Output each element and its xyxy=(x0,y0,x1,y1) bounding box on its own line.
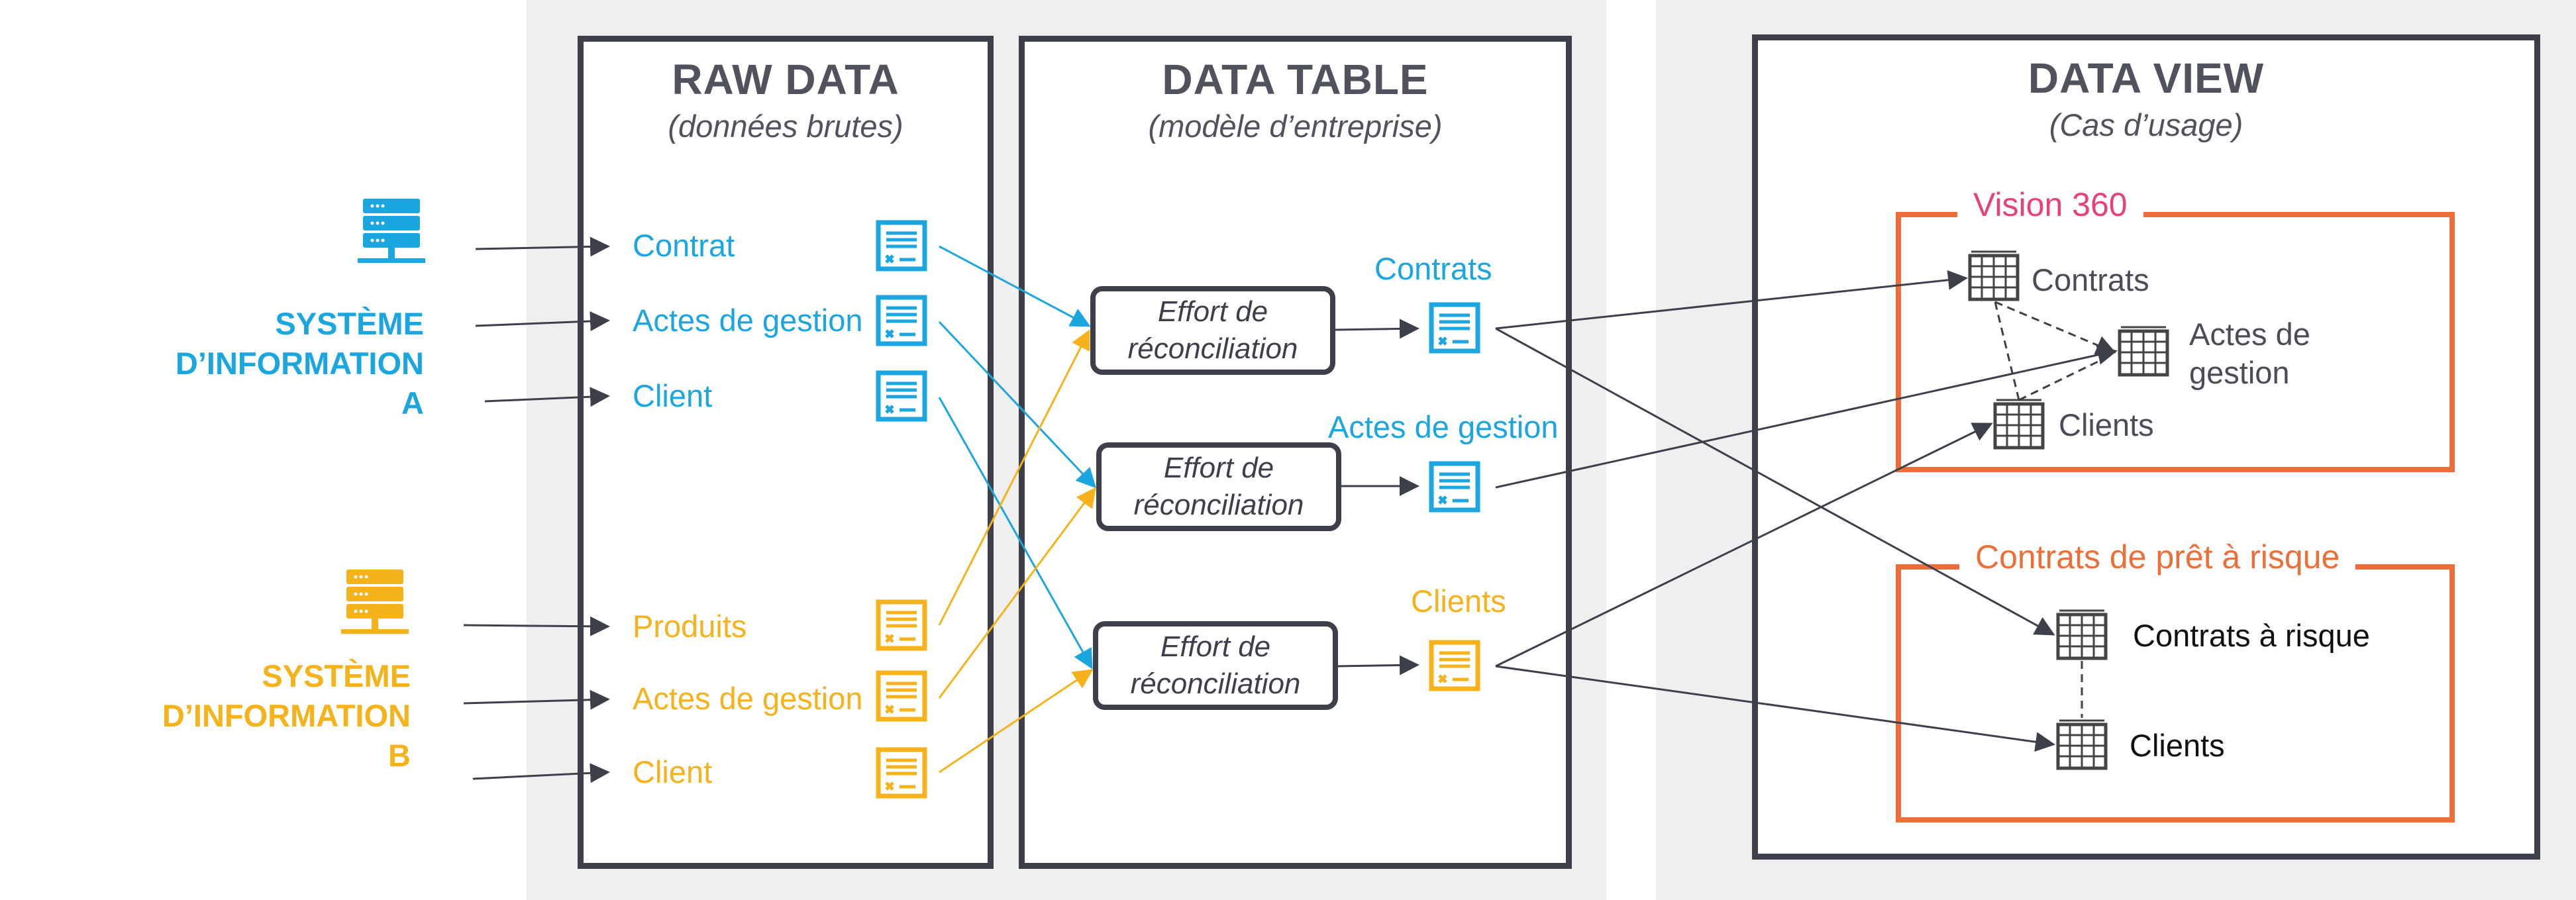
reconciliation-line2: réconciliation xyxy=(1130,668,1301,700)
arrow-produits-to-effort xyxy=(938,329,1090,626)
table-icon xyxy=(2118,326,2169,377)
arrow-clients-to-vision xyxy=(1495,423,1993,668)
arrow-clients-to-risque xyxy=(1495,665,2055,752)
raw-item-contrat: Contrat xyxy=(633,228,735,263)
usecase-contrats-risque-title: Contrats de prêt à risque xyxy=(1959,538,2356,576)
usecase-vision-360-title: Vision 360 xyxy=(1957,185,2143,224)
arrow-sys-a-client xyxy=(484,387,610,407)
arrow-contrats-to-vision xyxy=(1495,270,1968,330)
document-icon xyxy=(876,220,927,272)
system-b-line2: D’INFORMATION xyxy=(162,698,411,733)
document-icon xyxy=(876,370,927,422)
table-icon xyxy=(2056,719,2108,770)
raw-item-client: Client xyxy=(633,754,713,789)
server-icon xyxy=(358,199,425,263)
vision-contrats-label: Contrats xyxy=(2032,262,2149,297)
system-a-label: SYSTÈME D’INFORMATION A xyxy=(132,304,424,423)
reconciliation-line1: Effort de xyxy=(1157,295,1268,328)
server-icon xyxy=(341,570,409,634)
raw-item-actes-de-gestion: Actes de gestion xyxy=(633,681,863,716)
system-b-label: SYSTÈME D’INFORMATION B xyxy=(119,656,411,775)
arrow-contrat-to-effort xyxy=(939,245,1091,327)
arrow-client-b-to-effort xyxy=(939,669,1094,774)
table-icon xyxy=(1993,399,2045,450)
vision-clients-label: Clients xyxy=(2059,407,2154,442)
dashed-contrats-clients xyxy=(1994,301,2020,401)
document-icon xyxy=(1429,302,1480,354)
system-b-line1: SYSTÈME xyxy=(262,658,411,693)
document-icon xyxy=(876,295,927,346)
raw-item-actes-de-gestion: Actes de gestion xyxy=(633,303,863,338)
usecase-vision-360 xyxy=(1896,212,2455,472)
system-a-line3: A xyxy=(401,385,424,421)
arrow-sys-a-contrat xyxy=(475,236,610,257)
raw-data-title: RAW DATA xyxy=(672,56,900,103)
data-table-subtitle: (modèle d’entreprise) xyxy=(1148,109,1443,144)
data-view-subtitle: (Cas d’usage) xyxy=(2049,107,2243,142)
arrow-actes-to-vision xyxy=(1495,345,2118,489)
arrow-sys-b-produits xyxy=(463,616,610,636)
raw-data-column: RAW DATA (données brutes) xyxy=(578,36,994,869)
data-view-title: DATA VIEW xyxy=(2028,54,2265,102)
document-icon xyxy=(876,670,927,722)
arrow-client-to-effort xyxy=(938,397,1093,670)
data-table-title: DATA TABLE xyxy=(1162,56,1429,103)
reconciliation-line2: réconciliation xyxy=(1133,489,1304,521)
reconciliation-box-actes: Effort de réconciliation xyxy=(1096,442,1341,531)
system-a-line1: SYSTÈME xyxy=(275,306,424,341)
document-icon xyxy=(1429,461,1480,513)
table-icon xyxy=(2056,609,2108,660)
data-view-column: DATA VIEW (Cas d’usage) xyxy=(1752,34,2540,860)
dashed-clients-actes xyxy=(2018,352,2115,401)
table-output-contrats-label: Contrats xyxy=(1374,251,1492,286)
table-output-actes-label: Actes de gestion xyxy=(1328,409,1559,444)
vision-actes-line1: Actes de xyxy=(2189,317,2310,352)
arrow-sys-b-client xyxy=(472,763,610,783)
risque-contrats-label: Contrats à risque xyxy=(2133,618,2370,653)
reconciliation-box-contrats: Effort de réconciliation xyxy=(1090,286,1335,375)
risque-clients-label: Clients xyxy=(2130,728,2225,763)
table-output-clients-label: Clients xyxy=(1411,583,1506,619)
raw-item-produits: Produits xyxy=(633,609,747,644)
arrow-sys-b-actes xyxy=(463,689,610,710)
arrow-effort-clients xyxy=(1337,655,1419,675)
arrow-actes-to-effort xyxy=(938,321,1097,489)
document-icon xyxy=(876,599,927,651)
arrow-sys-a-actes xyxy=(475,311,610,332)
reconciliation-line2: réconciliation xyxy=(1127,332,1298,365)
reconciliation-box-clients: Effort de réconciliation xyxy=(1093,621,1338,710)
vision-actes-line2: gestion xyxy=(2189,355,2290,390)
arrow-effort-contrats xyxy=(1335,319,1419,339)
reconciliation-line1: Effort de xyxy=(1160,630,1271,663)
raw-data-subtitle: (données brutes) xyxy=(668,109,903,144)
arrow-actes-b-to-effort xyxy=(938,487,1096,699)
reconciliation-line1: Effort de xyxy=(1163,452,1274,484)
document-icon xyxy=(1429,640,1480,691)
raw-item-client: Client xyxy=(633,378,713,413)
arrow-contrats-to-risque xyxy=(1495,327,2055,636)
system-a-line2: D’INFORMATION xyxy=(175,346,424,381)
dashed-contrats-actes xyxy=(1994,301,2116,355)
vision-actes-label: Actes de gestion xyxy=(2189,315,2310,392)
document-icon xyxy=(876,747,927,799)
table-icon xyxy=(1968,250,2020,301)
system-b-line3: B xyxy=(388,738,411,773)
